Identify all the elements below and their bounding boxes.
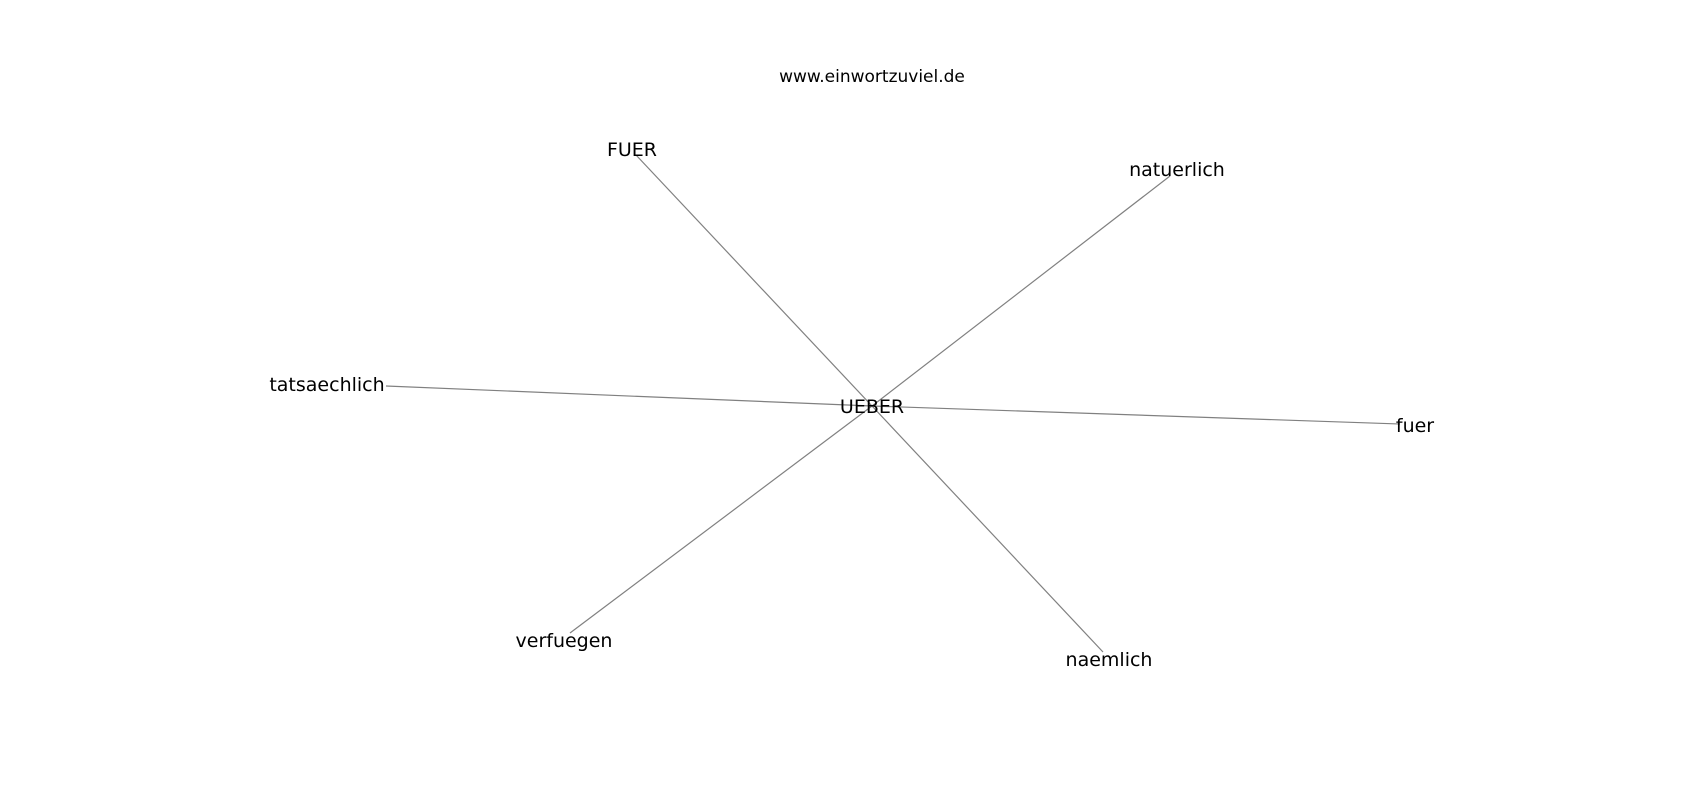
node-label-tatsaechlich: tatsaechlich bbox=[269, 374, 384, 396]
graph-edges bbox=[385, 154, 1401, 653]
edge-ueber-tatsaechlich bbox=[385, 385, 873, 407]
edge-ueber-fuer bbox=[871, 405, 1401, 425]
node-label-natuerlich: natuerlich bbox=[1129, 159, 1225, 181]
node-label-fuer: fuer bbox=[1396, 415, 1434, 437]
edge-ueber-verfuegen bbox=[569, 405, 873, 634]
node-label-naemlich: naemlich bbox=[1066, 649, 1153, 671]
node-label-fuer: FUER bbox=[607, 139, 657, 161]
node-label-ueber: UEBER bbox=[840, 396, 904, 418]
edge-ueber-naemlich bbox=[871, 405, 1104, 653]
node-label-verfuegen: verfuegen bbox=[516, 630, 613, 652]
page-title: www.einwortzuviel.de bbox=[779, 67, 965, 87]
edge-ueber-natuerlich bbox=[871, 175, 1171, 407]
edge-ueber-fuer bbox=[635, 154, 873, 407]
graph-labels: UEBER FUER natuerlich tatsaechlich fuer verfu… bbox=[269, 139, 1434, 671]
